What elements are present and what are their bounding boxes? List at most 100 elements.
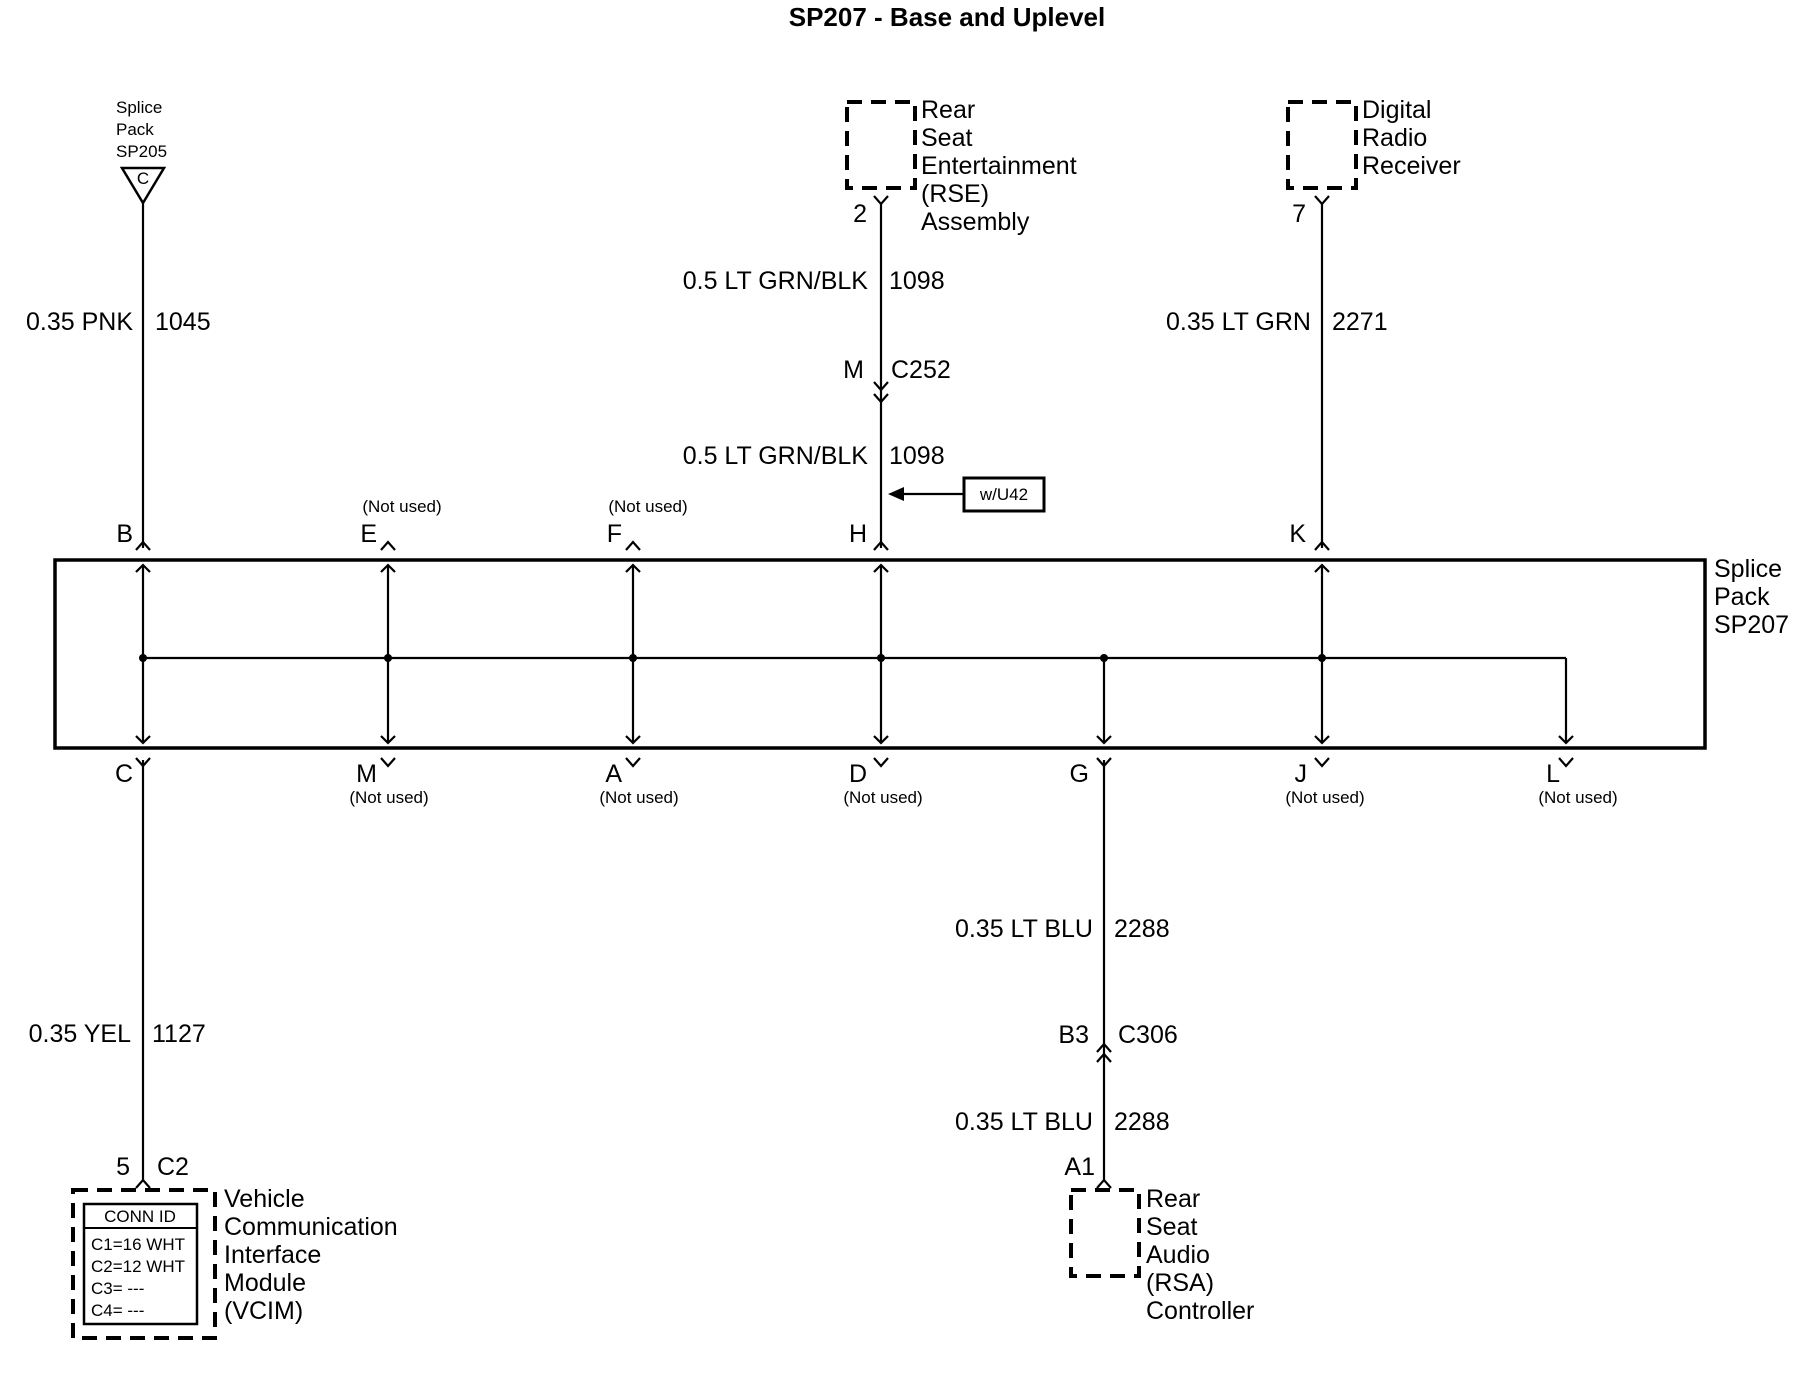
vcim-connector: C2 xyxy=(157,1153,189,1181)
vcim-label-4: Module xyxy=(224,1269,306,1297)
sp207-label-1: Splice xyxy=(1714,555,1782,583)
sp205-label-3: SP205 xyxy=(116,142,167,161)
pin-e-terminal-icon xyxy=(380,540,396,551)
c252-connector-lower-icon xyxy=(873,393,889,404)
option-w-u42: w/U42 xyxy=(888,476,1046,513)
c252-label: C252 xyxy=(891,356,951,384)
wire-1098-lower-circuit: 1098 xyxy=(889,442,945,470)
pin-b: B xyxy=(116,520,133,548)
rse-box xyxy=(845,100,917,190)
rse-label-5: Assembly xyxy=(921,208,1030,236)
pin-a-terminal-icon xyxy=(625,757,641,768)
pin-g: G xyxy=(1070,760,1089,788)
sp205-pin: C xyxy=(137,169,149,188)
rsa-pin: A1 xyxy=(1064,1153,1095,1181)
sp205-label-2: Pack xyxy=(116,120,154,139)
rse-assembly: Rear Seat Entertainment (RSE) Assembly 2 xyxy=(845,96,1077,236)
sp207-label-3: SP207 xyxy=(1714,611,1789,639)
pin-a: A xyxy=(605,760,622,788)
sp207-label-2: Pack xyxy=(1714,583,1770,611)
wire-2288-lower-circuit: 2288 xyxy=(1114,1108,1170,1136)
pin-e-arrow-icon xyxy=(380,563,396,573)
radio-terminal-icon xyxy=(1314,195,1330,206)
wire-1098-lower-desc: 0.5 LT GRN/BLK xyxy=(683,442,869,470)
rsa-label-2: Seat xyxy=(1146,1213,1197,1241)
pin-m-terminal-icon xyxy=(380,757,396,768)
splice-junction-dot xyxy=(1100,654,1108,662)
pin-f-arrow-icon xyxy=(625,563,641,573)
c252-pin: M xyxy=(843,356,864,384)
digital-radio-receiver: Digital Radio Receiver 7 xyxy=(1286,96,1461,228)
pin-l-terminal-icon xyxy=(1558,757,1574,768)
rse-label-4: (RSE) xyxy=(921,180,989,208)
pin-g-arrow-icon xyxy=(1096,735,1112,745)
vcim-label-2: Communication xyxy=(224,1213,398,1241)
pin-b-terminal-icon xyxy=(135,540,151,551)
radio-label-1: Digital xyxy=(1362,96,1431,124)
pin-j: J xyxy=(1295,760,1308,788)
pin-h-terminal-icon xyxy=(873,540,889,551)
vcim-label-3: Interface xyxy=(224,1241,321,1269)
pin-k-terminal-icon xyxy=(1314,540,1330,551)
wire-1045-circuit: 1045 xyxy=(155,308,211,336)
wire-1045-desc: 0.35 PNK xyxy=(26,308,133,336)
rsa-box xyxy=(1069,1188,1141,1278)
vcim-label-5: (VCIM) xyxy=(224,1297,303,1325)
pin-f-note: (Not used) xyxy=(608,497,687,516)
wire-1127-circuit: 1127 xyxy=(152,1020,206,1048)
pin-h-arrow-icon xyxy=(873,563,889,573)
pin-c-arrow-icon xyxy=(135,735,151,745)
c306-label: C306 xyxy=(1118,1021,1178,1049)
pin-l-arrow-icon xyxy=(1558,735,1574,745)
pin-j-arrow-icon xyxy=(1314,735,1330,745)
pin-d-terminal-icon xyxy=(873,757,889,768)
wire-2288-upper-circuit: 2288 xyxy=(1114,915,1170,943)
pin-d-note: (Not used) xyxy=(843,788,922,807)
pin-f: F xyxy=(607,520,622,548)
option-label: w/U42 xyxy=(979,485,1028,504)
top-pins: B E (Not used) F (Not used) H K xyxy=(116,497,1306,548)
pin-c: C xyxy=(115,760,133,788)
conn-id-row-2: C2=12 WHT xyxy=(91,1257,185,1276)
arrow-left-icon xyxy=(888,487,904,501)
splice-pack-sp205: Splice Pack SP205 C xyxy=(116,98,167,206)
rse-pin: 2 xyxy=(853,200,867,228)
pin-h: H xyxy=(849,520,867,548)
rse-label-3: Entertainment xyxy=(921,152,1077,180)
pin-j-note: (Not used) xyxy=(1285,788,1364,807)
wire-1127-desc: 0.35 YEL xyxy=(29,1020,132,1048)
rsa-label-3: Audio xyxy=(1146,1241,1210,1269)
splice-junction-dot xyxy=(384,654,392,662)
splice-junction-dot xyxy=(629,654,637,662)
radio-label-2: Radio xyxy=(1362,124,1427,152)
wire-2271-desc: 0.35 LT GRN xyxy=(1166,308,1311,336)
wire-2288-upper-desc: 0.35 LT BLU xyxy=(955,915,1093,943)
radio-label-3: Receiver xyxy=(1362,152,1461,180)
c306-pin: B3 xyxy=(1058,1021,1089,1049)
pin-l: L xyxy=(1546,760,1560,788)
pin-b-arrow-icon xyxy=(135,563,151,573)
wire-1098-upper-desc: 0.5 LT GRN/BLK xyxy=(683,267,869,295)
vcim-terminal-icon xyxy=(135,1178,151,1189)
bottom-pins: C M (Not used) A (Not used) D (Not used)… xyxy=(115,760,1618,807)
splice-triangle-icon xyxy=(119,166,167,206)
pin-e-note: (Not used) xyxy=(362,497,441,516)
pin-m-arrow-icon xyxy=(380,735,396,745)
pin-m-note: (Not used) xyxy=(349,788,428,807)
splice-junction-dot xyxy=(1318,654,1326,662)
wire-2271-circuit: 2271 xyxy=(1332,308,1388,336)
conn-id-row-4: C4= --- xyxy=(91,1301,144,1320)
splice-junction-dot xyxy=(877,654,885,662)
vcim-label-1: Vehicle xyxy=(224,1185,305,1213)
sp205-label-1: Splice xyxy=(116,98,162,117)
pin-k: K xyxy=(1289,520,1306,548)
pin-k-arrow-icon xyxy=(1314,563,1330,573)
c306-connector-icon xyxy=(1096,1042,1112,1053)
rsa-controller: Rear Seat Audio (RSA) Controller xyxy=(1069,1185,1254,1325)
pin-f-terminal-icon xyxy=(625,540,641,551)
splice-junction-dot xyxy=(139,654,147,662)
conn-id-table xyxy=(82,1202,199,1326)
conn-id-row-1: C1=16 WHT xyxy=(91,1235,185,1254)
